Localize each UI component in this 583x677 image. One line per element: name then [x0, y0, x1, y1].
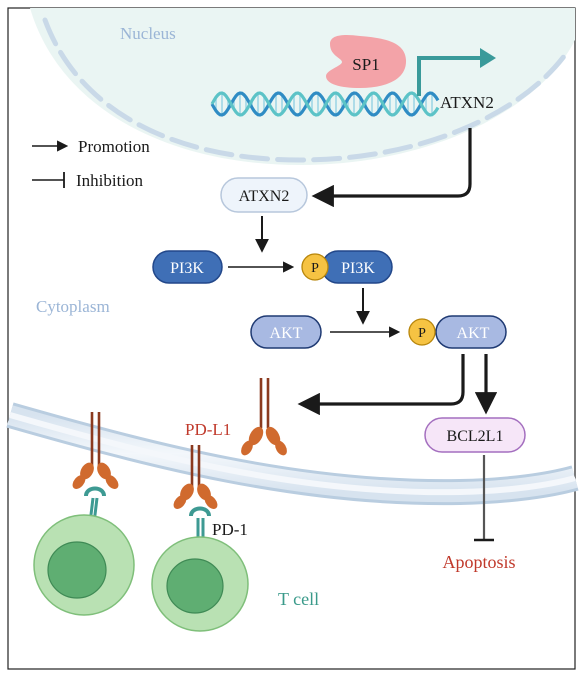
dna-helix: [210, 91, 440, 117]
phospho-akt: AKT P: [408, 315, 507, 349]
pdl1-label: PD-L1: [185, 420, 231, 439]
legend-inhibition: Inhibition: [76, 171, 144, 190]
dna-strand: [210, 91, 440, 117]
pdl1-free-icon: [241, 378, 287, 456]
tcell-label: T cell: [278, 589, 319, 609]
apoptosis-label: Apoptosis: [442, 552, 515, 572]
cell-membrane: [6, 402, 579, 506]
legend-promotion: Promotion: [78, 137, 150, 156]
nucleus-label: Nucleus: [120, 24, 176, 43]
atxn2-protein: ATXN2: [220, 177, 308, 213]
phosphate-label: P: [418, 326, 426, 341]
phosphate-icon: [301, 253, 329, 281]
akt-to-pdl1-arrow: [297, 354, 465, 416]
t-cell-left: [33, 514, 135, 616]
sp1-label: SP1: [352, 55, 379, 74]
pi3k: PI3K: [152, 250, 223, 284]
translation-arrow: [311, 128, 472, 208]
bcl2l1-label: BCL2L1: [447, 428, 504, 445]
phospho-pi3k-label: PI3K: [341, 260, 375, 277]
t-cell-right: [151, 536, 249, 632]
atxn2-protein-label: ATXN2: [239, 188, 290, 205]
akt-label: AKT: [270, 325, 303, 342]
phospho-pi3k: PI3K P: [301, 250, 393, 284]
pd1-label: PD-1: [212, 520, 248, 539]
pdl1-receptor-left-icon: [72, 412, 119, 489]
akt: AKT: [250, 315, 322, 349]
phospho-akt-label: AKT: [457, 325, 490, 342]
legend: Promotion Inhibition: [32, 137, 150, 190]
phosphate-icon: [408, 318, 436, 346]
gene-atxn2-label: ATXN2: [440, 93, 494, 112]
phosphate-label: P: [311, 261, 319, 276]
pi3k-label: PI3K: [170, 260, 204, 277]
pdl1-receptor-right-icon: [173, 445, 218, 509]
cytoplasm-label: Cytoplasm: [36, 297, 110, 316]
transcription-arrow: [417, 48, 496, 96]
nucleus: Nucleus: [30, 8, 575, 165]
sp1-protein: SP1: [326, 34, 407, 88]
bcl2l1: BCL2L1: [424, 417, 526, 453]
